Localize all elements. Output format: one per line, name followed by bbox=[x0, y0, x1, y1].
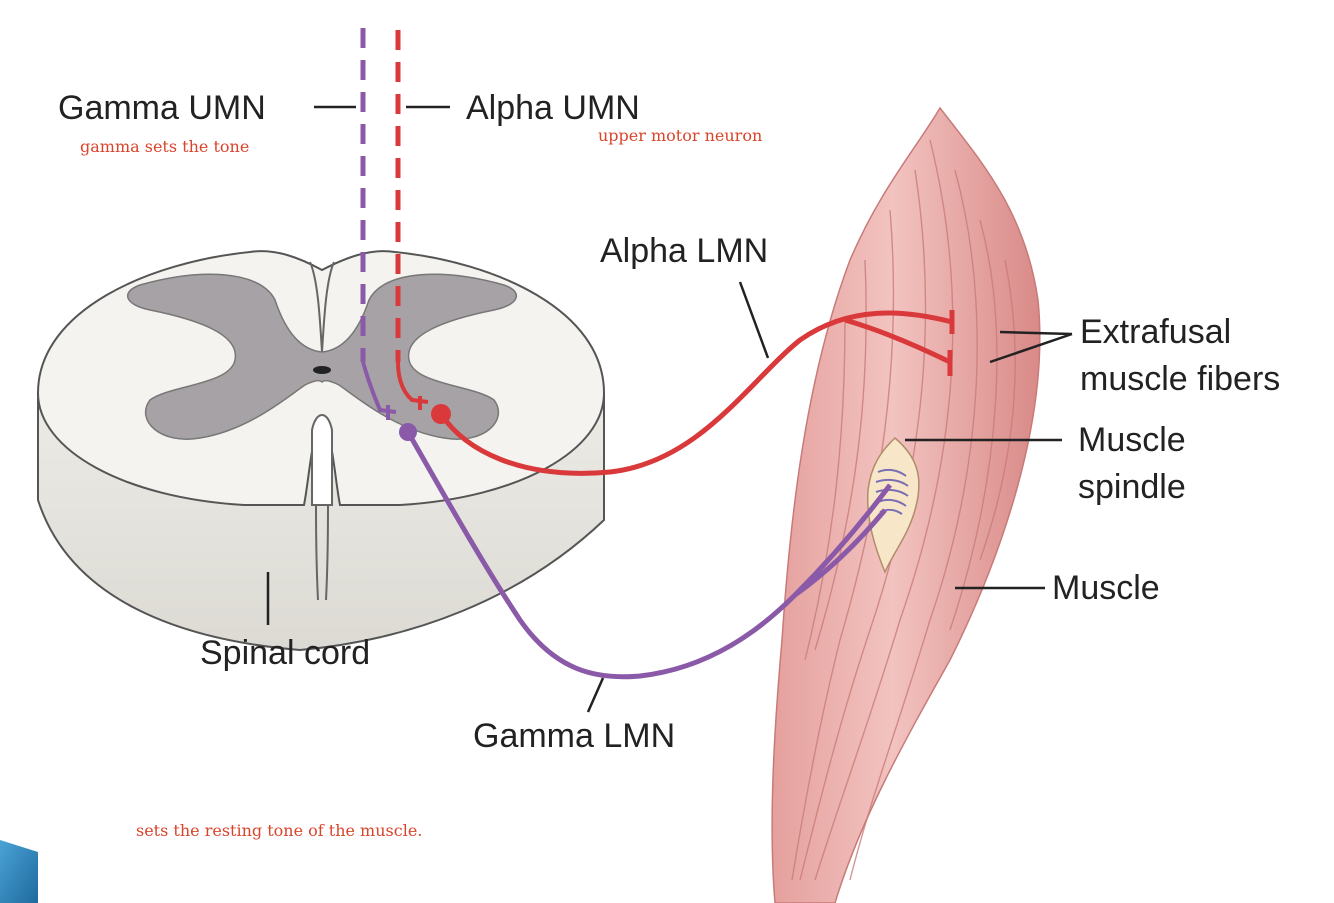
note-upper-motor-neuron: upper motor neuron bbox=[598, 126, 762, 145]
slide-corner-accent bbox=[0, 840, 38, 903]
spindle-label-line1: Muscle bbox=[1078, 421, 1186, 459]
central-canal bbox=[313, 366, 331, 374]
muscle-spindle bbox=[866, 436, 920, 574]
spindle-label-line2: spindle bbox=[1078, 468, 1186, 506]
alpha-lmn-label: Alpha LMN bbox=[600, 232, 768, 270]
note-gamma-sets-tone: gamma sets the tone bbox=[80, 137, 249, 156]
gamma-umn-label: Gamma UMN bbox=[58, 89, 266, 127]
gamma-lmn-cell-body bbox=[399, 423, 417, 441]
spinal-cord-label: Spinal cord bbox=[200, 634, 370, 672]
gamma-lmn-branch bbox=[793, 508, 887, 598]
alpha-umn-terminal bbox=[396, 361, 429, 410]
alpha-lmn-cell-body bbox=[431, 404, 451, 424]
alpha-umn-label: Alpha UMN bbox=[466, 89, 640, 127]
spinal-cord-side-groove bbox=[315, 504, 329, 601]
extrafusal-label-line2: muscle fibers bbox=[1080, 360, 1280, 398]
extrafusal-leader bbox=[989, 330, 1073, 364]
alpha-lmn-leader bbox=[738, 281, 770, 359]
extrafusal-label-line1: Extrafusal bbox=[1080, 313, 1231, 351]
spinal-cord bbox=[36, 250, 606, 652]
gamma-lmn-leader bbox=[586, 677, 605, 713]
muscle-label: Muscle bbox=[1052, 569, 1160, 607]
anterior-fissure bbox=[311, 414, 333, 506]
alpha-lmn-branch bbox=[844, 317, 952, 365]
gamma-umn-terminal bbox=[361, 361, 397, 420]
alpha-lmn-axon bbox=[438, 310, 953, 476]
alpha-motor-endplates bbox=[947, 310, 955, 376]
note-resting-tone: sets the resting tone of the muscle. bbox=[136, 821, 422, 840]
gamma-lmn-label: Gamma LMN bbox=[473, 717, 675, 755]
gamma-lmn-axon bbox=[405, 430, 892, 680]
